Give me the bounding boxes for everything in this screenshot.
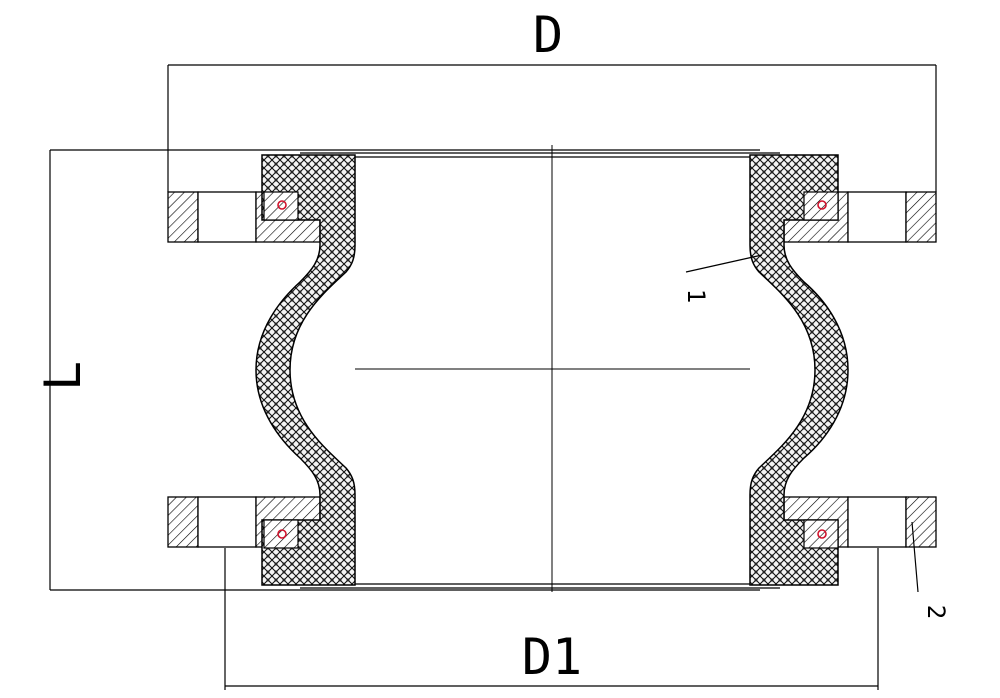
dimension-l [49,149,760,591]
dimension-d [167,64,937,192]
callout-1-label: 1 [682,289,710,303]
dimension-d1-label: D1 [522,628,582,686]
rubber-body-left [255,154,356,586]
bead-bottom-right [803,519,839,549]
bore-lines [300,152,780,589]
bead-top-left [263,191,299,221]
rubber-body-right [749,154,849,586]
callout-1-leader [685,254,763,273]
center-lines [355,145,750,592]
dimension-l-label: L [34,361,92,391]
bead-top-right [803,191,839,221]
callout-2-label: 2 [922,605,950,619]
dimension-d1 [224,548,879,690]
dimension-d-label: D [533,6,563,64]
callout-2-leader [911,521,919,593]
bead-bottom-left [263,519,299,549]
